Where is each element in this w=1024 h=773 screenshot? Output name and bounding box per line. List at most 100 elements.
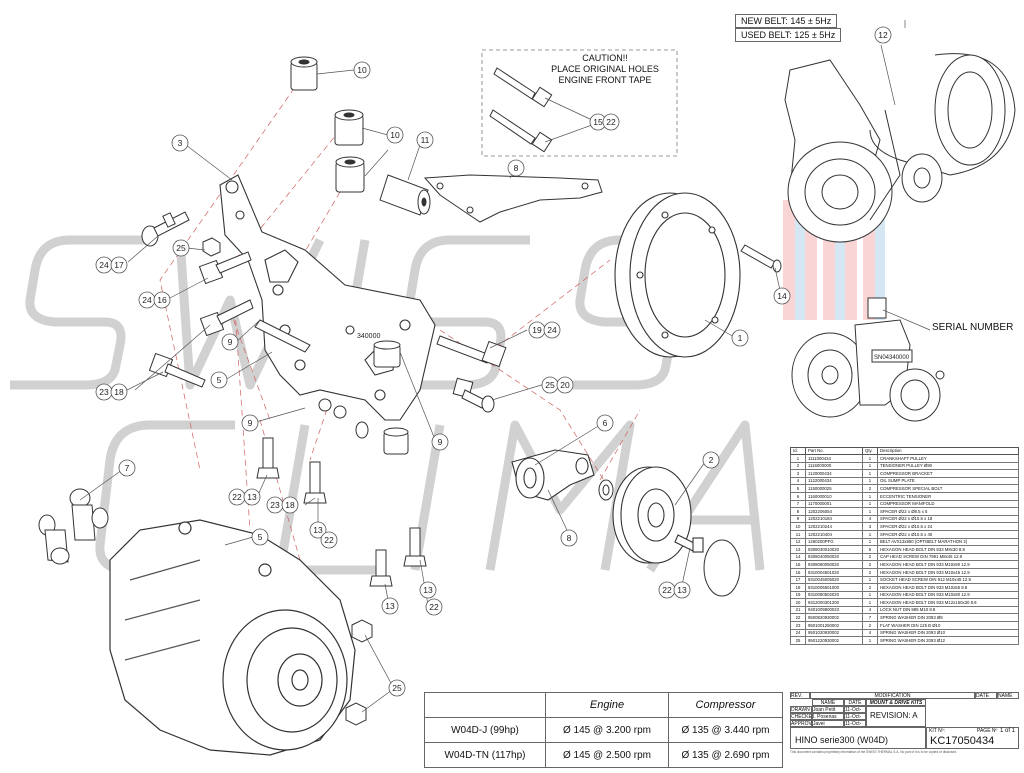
svg-text:10: 10: [390, 130, 400, 140]
approved-label: APPROVED: [790, 720, 819, 727]
callout: 23: [95, 383, 113, 401]
part-id: 18: [790, 583, 806, 592]
kit-number-cell: KIT Nº: PAGE Nº 1 of 1 KC17050434: [926, 727, 1019, 749]
svg-text:23: 23: [99, 387, 109, 397]
part-number: 9312000301200: [805, 598, 863, 607]
engine-model: W04D-TN (117hp): [424, 742, 546, 768]
callout: 25: [172, 239, 190, 257]
part-number: 9308040050020: [805, 552, 863, 562]
callout: 22: [602, 113, 620, 131]
svg-text:13: 13: [677, 585, 687, 595]
part-number: 1120000434: [805, 469, 863, 478]
callout: 13: [381, 597, 399, 615]
svg-text:8: 8: [514, 163, 519, 173]
part-id: 16: [790, 567, 806, 577]
part-description: ECCENTRIC TENSIONER: [877, 491, 1019, 501]
svg-text:11: 11: [421, 135, 430, 145]
svg-text:22: 22: [429, 602, 439, 612]
caution-box: [481, 49, 678, 157]
callouts: 10 10 11 8 3 15 22 1 14 12 24 17 25 24 1…: [95, 26, 892, 697]
callout: 8: [560, 529, 578, 547]
callout: 23: [266, 496, 284, 514]
part-qty: 1: [862, 590, 878, 600]
callout: 14: [773, 287, 791, 305]
callout: 9: [431, 433, 449, 451]
drawing-title: HINO serie300 (W04D): [790, 727, 926, 749]
svg-text:24: 24: [99, 260, 109, 270]
col-part-no: Part No.: [805, 447, 863, 455]
part-id: 3: [790, 469, 806, 478]
callout: 6: [596, 414, 614, 432]
svg-text:18: 18: [285, 500, 295, 510]
part-number: 1170000001: [805, 499, 863, 509]
part-qty: 1: [862, 537, 878, 547]
part-qty: 4: [862, 605, 878, 615]
lock-nuts-21: [345, 619, 373, 726]
cap-screw-14: [740, 244, 782, 273]
revision-value: A: [912, 711, 918, 720]
callout: 3: [171, 134, 189, 152]
part-id: 22: [790, 613, 806, 623]
part-description: SPRING WASHER DIN 2093 Ø10: [877, 628, 1019, 638]
part-id: 9: [790, 514, 806, 524]
part-number: 9310045005020: [805, 575, 863, 585]
part-qty: 4: [862, 514, 878, 524]
svg-text:13: 13: [313, 525, 323, 535]
part-number: 9500820930002: [805, 613, 863, 623]
part-id: 11: [790, 529, 806, 539]
svg-text:24: 24: [547, 325, 557, 335]
part-id: 25: [790, 636, 806, 645]
approved-date: 11-Oct-17: [844, 720, 866, 733]
new-belt-info: NEW BELT: 145 ± 5Hz: [735, 14, 838, 28]
callout: 2: [702, 451, 720, 469]
svg-text:5: 5: [217, 375, 222, 385]
part-id: 8: [790, 507, 806, 516]
part-qty: 1: [862, 491, 878, 501]
part-description: FLAT WASHER DIN 125 B Ø10: [877, 621, 1019, 630]
svg-text:23: 23: [270, 500, 280, 510]
compressor-speed: Ø 135 @ 3.440 rpm: [668, 717, 783, 743]
compressor-body: [109, 519, 356, 756]
callout: 24: [95, 256, 113, 274]
bolts-left: [141, 211, 369, 439]
part-id: 17: [790, 575, 806, 585]
part-id: 10: [790, 522, 806, 531]
part-id: 7: [790, 499, 806, 509]
part-id: 12: [790, 537, 806, 547]
part-number: 1160000010: [805, 491, 863, 501]
part-number: 1202210184: [805, 514, 863, 524]
svg-text:25: 25: [176, 243, 186, 253]
part-number: 1202206054: [805, 507, 863, 516]
part-number: 1116000000: [805, 461, 863, 471]
speed-row: W04D-J (99hp) Ø 145 @ 3.200 rpm Ø 135 @ …: [424, 717, 783, 743]
drawn-name: Joan Petit: [812, 706, 844, 713]
compressor-manifold: [38, 488, 109, 565]
drawn-date: 11-Oct-17: [844, 706, 866, 719]
caution-line: PLACE ORIGINAL HOLES: [551, 64, 659, 74]
part-qty: 1: [862, 529, 878, 539]
bracket-text: 340000: [357, 333, 380, 340]
name-col: NAME: [812, 699, 844, 706]
part-qty: 1: [862, 636, 878, 645]
svg-text:17: 17: [114, 260, 124, 270]
svg-text:25: 25: [545, 380, 555, 390]
part-description: SPACER Ø22 x Ø10.5 x 40: [877, 529, 1019, 539]
part-qty: 1: [862, 454, 878, 463]
part-number: 9501220930002: [805, 636, 863, 645]
part-number: 9310004501020: [805, 567, 863, 577]
part-qty: 1: [862, 461, 878, 471]
kit-no-label: KIT Nº:: [929, 728, 945, 734]
engine-model: W04D-J (99hp): [424, 717, 546, 743]
title-block: REV. MODIFICATION DATE NAME NAME DATE MO…: [790, 692, 1019, 764]
leader-lines: [79, 20, 931, 713]
svg-text:12: 12: [878, 30, 888, 40]
part-description: LOCK NUT DIN 985 M10 8.8: [877, 605, 1019, 615]
callout: 25: [388, 679, 406, 697]
part-id: 23: [790, 621, 806, 630]
